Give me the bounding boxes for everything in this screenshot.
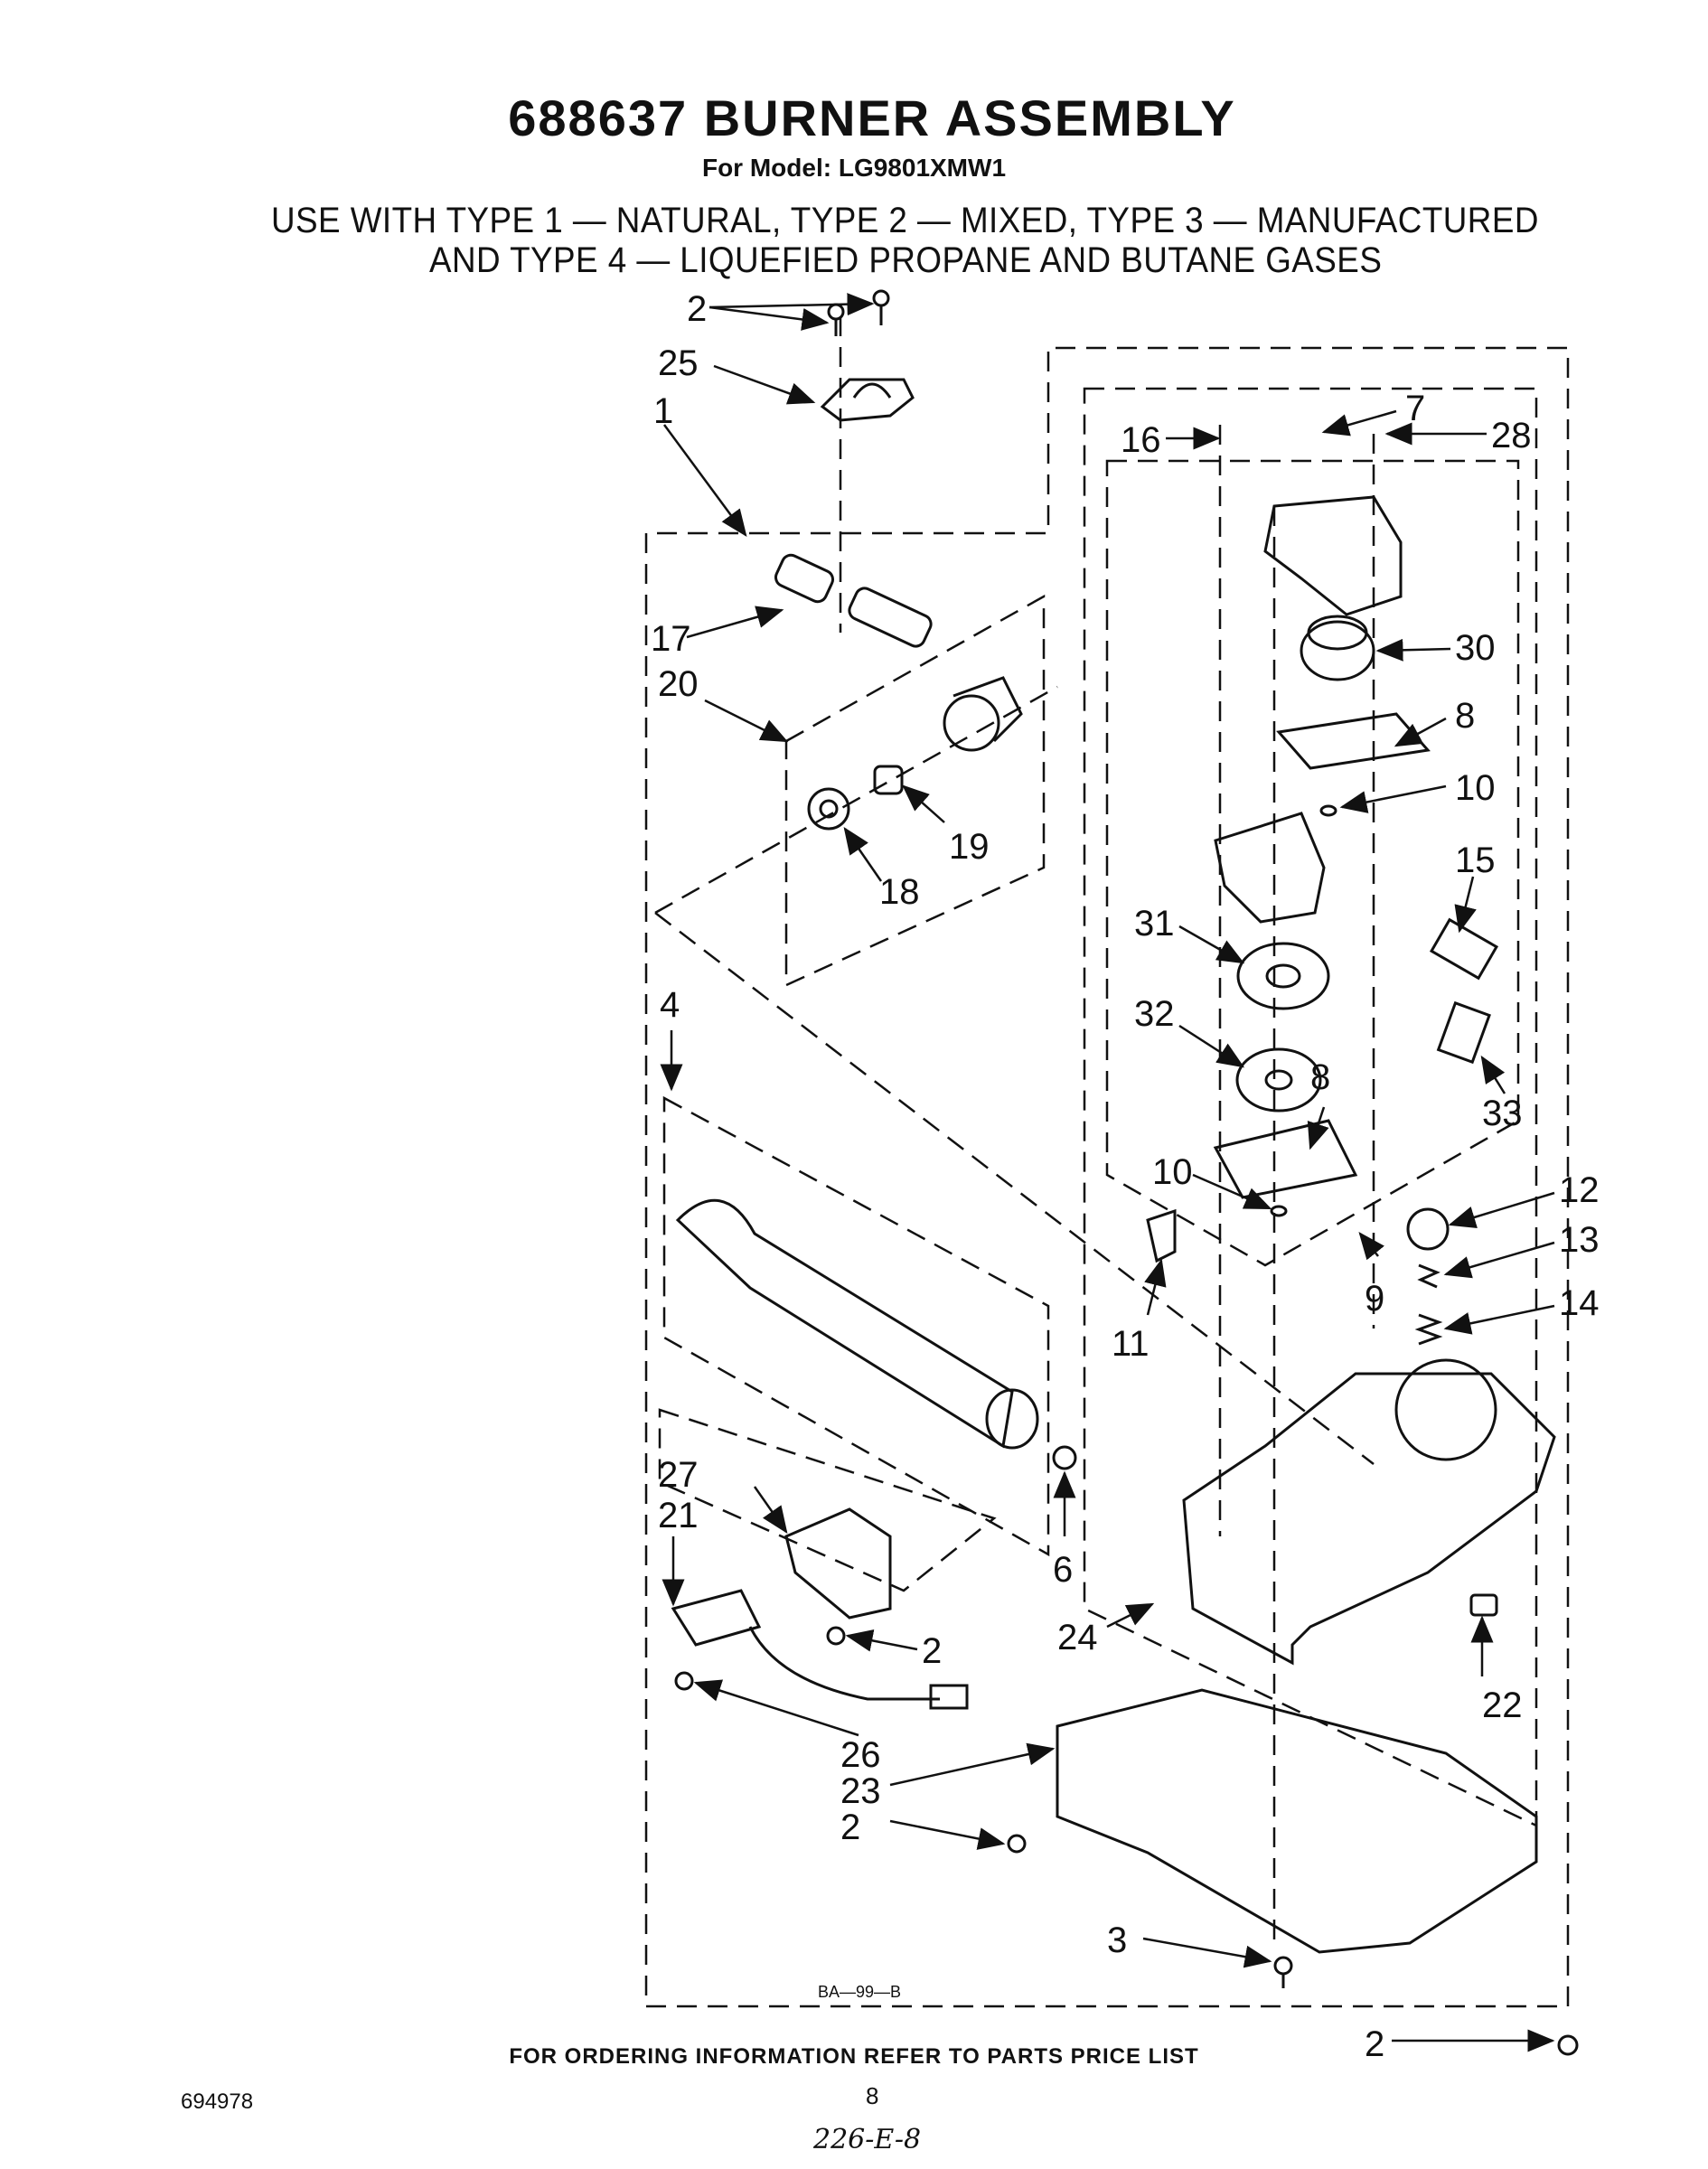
screw-icon [1273, 1956, 1293, 1988]
callout-31: 31 [1134, 904, 1175, 944]
page-title: 688637 BURNER ASSEMBLY [508, 89, 1236, 146]
solenoid-coil-icon [1300, 615, 1375, 681]
solenoid-group-outline [1105, 459, 1520, 1267]
pipe-group-outline [784, 594, 1046, 987]
callout-11: 11 [1112, 1324, 1150, 1364]
handwritten-note: 226-E-8 [813, 2124, 922, 2155]
page-number: 8 [866, 2082, 879, 2109]
assembly-outline [644, 346, 1570, 2008]
callout-8: 8 [1310, 1057, 1330, 1097]
callout-9: 9 [1365, 1279, 1384, 1319]
callout-4: 4 [660, 985, 680, 1025]
screw-icon [1557, 2034, 1579, 2056]
callout-32: 32 [1134, 994, 1175, 1034]
orifice-icon [873, 765, 904, 795]
callout-3: 3 [1107, 1920, 1127, 1960]
burner-base-icon [1056, 1688, 1538, 1954]
callout-2: 2 [922, 1631, 942, 1671]
plate-icon [1276, 712, 1431, 770]
terminal-block-icon [1436, 1000, 1491, 1065]
screw-icon [1007, 1834, 1027, 1854]
burner-group-outline [662, 1095, 1050, 1557]
callout-2: 2 [840, 1808, 860, 1847]
coil-icon [1236, 942, 1330, 1010]
callout-15: 15 [1455, 840, 1496, 880]
callout-23: 23 [840, 1771, 881, 1811]
callout-27: 27 [658, 1455, 699, 1495]
igniter-icon [671, 1589, 969, 1710]
callout-10: 10 [1455, 768, 1496, 808]
callout-13: 13 [1559, 1220, 1600, 1260]
callout-26: 26 [840, 1735, 881, 1775]
burner-tube-icon [675, 1198, 1039, 1450]
callout-8: 8 [1455, 696, 1475, 736]
bracket-icon [1263, 495, 1403, 616]
callout-10: 10 [1152, 1152, 1193, 1192]
callout-6: 6 [1053, 1550, 1073, 1590]
callout-7: 7 [1405, 389, 1425, 428]
document-number: 694978 [181, 2089, 254, 2114]
spring-icon [1414, 1313, 1443, 1346]
callout-18: 18 [879, 872, 920, 912]
callout-24: 24 [1057, 1618, 1098, 1657]
orifice-nut-icon [807, 787, 850, 831]
gas-type-line-1: USE WITH TYPE 1 — NATURAL, TYPE 2 — MIXE… [271, 201, 1539, 240]
callout-20: 20 [658, 664, 699, 704]
orifice-icon [1052, 1445, 1077, 1470]
callout-33: 33 [1482, 1094, 1523, 1133]
callout-22: 22 [1482, 1685, 1523, 1725]
ordering-info: FOR ORDERING INFORMATION REFER TO PARTS … [509, 2044, 1199, 2069]
spring-icon [1417, 1263, 1441, 1289]
drawing-code: BA—99—B [818, 1983, 901, 2001]
shutoff-valve-icon [943, 676, 1023, 752]
callout-21: 21 [658, 1496, 699, 1535]
pipe-clamp-icon [820, 378, 915, 422]
pipe-nipple-icon [774, 553, 933, 648]
bracket-icon [1214, 812, 1326, 924]
callout-25: 25 [658, 343, 699, 383]
washer-icon [1319, 804, 1337, 817]
model-number: For Model: LG9801XMW1 [701, 154, 1007, 182]
callout-1: 1 [653, 391, 673, 431]
screw-icon [826, 1626, 846, 1646]
callout-30: 30 [1455, 628, 1496, 668]
valve-group-outline [1083, 387, 1538, 1827]
wire-connector-icon [1429, 917, 1499, 981]
screw-icon [872, 289, 890, 325]
callout-19: 19 [949, 827, 990, 867]
coil-icon [1235, 1047, 1322, 1113]
screw-icon [674, 1671, 694, 1691]
callout-14: 14 [1559, 1283, 1600, 1323]
fitting-icon [1469, 1593, 1498, 1617]
callout-12: 12 [1559, 1170, 1600, 1210]
gas-type-line-2: AND TYPE 4 — LIQUEFIED PROPANE AND BUTAN… [429, 240, 1383, 280]
washer-icon [1270, 1205, 1288, 1217]
gas-valve-icon [1182, 1358, 1556, 1666]
callout-28: 28 [1491, 416, 1532, 455]
plate-icon [1213, 1119, 1358, 1199]
cap-icon [1406, 1207, 1450, 1251]
bracket-icon [784, 1507, 892, 1620]
callout-16: 16 [1121, 420, 1161, 460]
pilot-icon [1146, 1208, 1177, 1263]
callout-17: 17 [651, 619, 691, 659]
callout-2: 2 [687, 289, 707, 329]
callout-2: 2 [1365, 2024, 1384, 2064]
